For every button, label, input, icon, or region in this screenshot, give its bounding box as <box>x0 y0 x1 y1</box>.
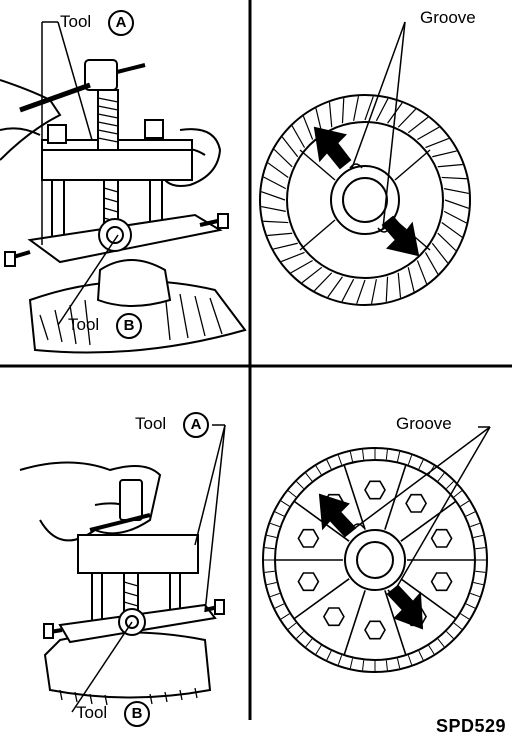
groove-arrow-upper-icon <box>313 126 352 170</box>
groove-arrow-upper-icon <box>318 493 357 538</box>
tool-b-label: Tool <box>68 315 100 334</box>
tool-b-badge: B <box>116 313 142 339</box>
puller-illustration-bottom <box>19 424 226 713</box>
groove-arrow-lower-icon <box>386 584 424 630</box>
groove-label: Groove <box>396 414 452 433</box>
groove-label: Groove <box>420 8 476 27</box>
groove-arrow-lower-icon <box>381 215 420 257</box>
ring-gear-top <box>259 21 471 306</box>
tool-a-badge: A <box>108 10 134 36</box>
tool-b-label: Tool <box>76 703 108 722</box>
puller-illustration-top <box>0 21 247 354</box>
tool-a-label: Tool <box>60 12 92 31</box>
figure-code: SPD529 <box>436 716 507 736</box>
tool-b-badge: B <box>124 701 150 727</box>
ring-gear-bottom <box>262 426 491 673</box>
tool-a-badge: A <box>183 412 209 438</box>
tool-a-label: Tool <box>135 414 167 433</box>
